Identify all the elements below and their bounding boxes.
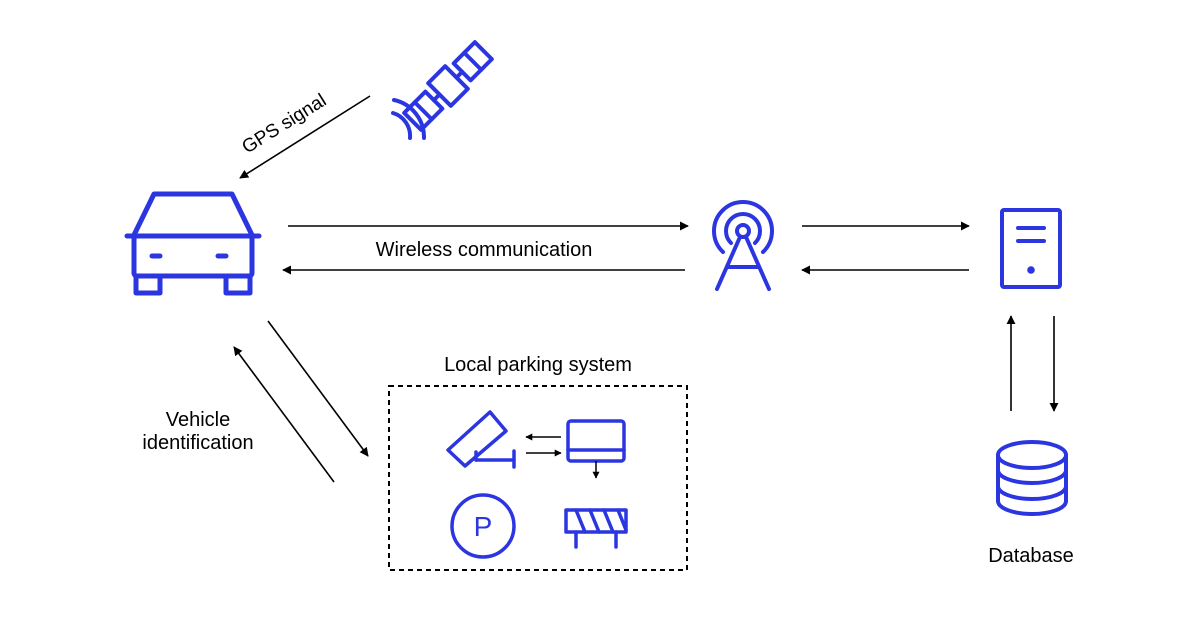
vehicle-identification-label-line1: Vehicle bbox=[166, 409, 231, 431]
database-label: Database bbox=[988, 545, 1074, 567]
security-camera-icon bbox=[446, 410, 516, 469]
server-icon bbox=[1000, 208, 1062, 289]
parking-sign-letter: P bbox=[474, 511, 493, 542]
car-icon bbox=[124, 191, 262, 296]
parking-sign-icon: P bbox=[450, 493, 516, 559]
cell-tower-icon bbox=[712, 200, 774, 291]
car-to-parking-arrow bbox=[267, 320, 369, 457]
database-icon bbox=[996, 440, 1068, 516]
gps-signal-label: GPS signal bbox=[239, 90, 331, 158]
gps-signal-arrow bbox=[239, 95, 371, 179]
satellite-icon bbox=[391, 40, 494, 140]
monitor-icon bbox=[566, 419, 626, 463]
vehicle-identification-label-line2: identification bbox=[142, 432, 253, 454]
local-parking-system-box bbox=[388, 385, 688, 571]
wireless-communication-label: Wireless communication bbox=[376, 239, 593, 261]
parking-to-car-arrow bbox=[233, 346, 335, 483]
road-barrier-icon bbox=[564, 508, 628, 549]
local-parking-system-label: Local parking system bbox=[444, 354, 632, 376]
